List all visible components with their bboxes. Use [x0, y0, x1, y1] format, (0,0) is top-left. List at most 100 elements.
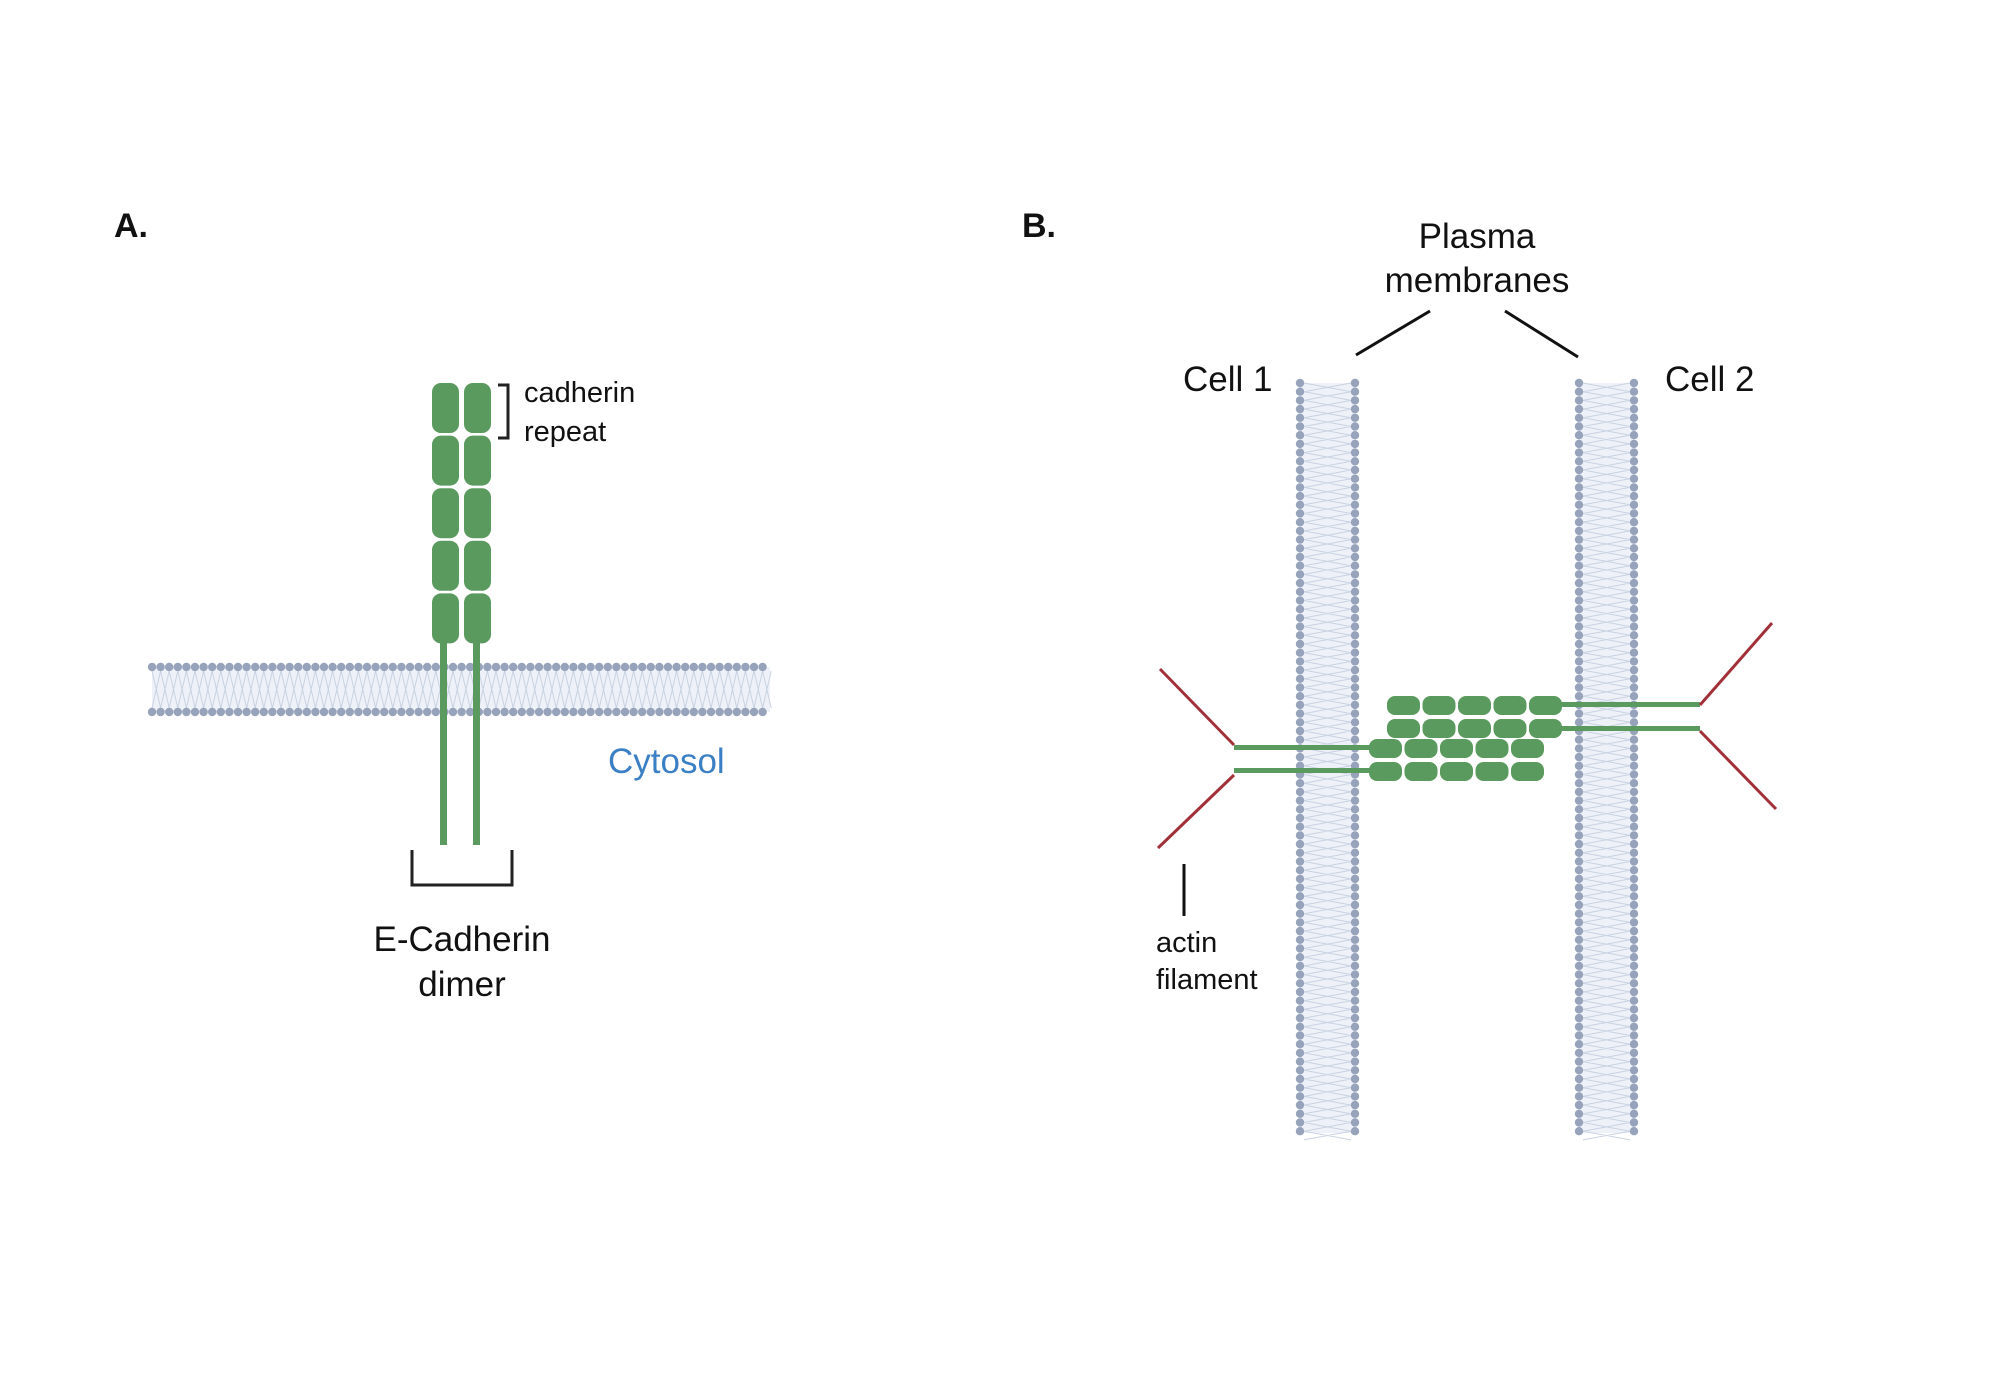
lipid-head: [1295, 935, 1305, 944]
lipid-head: [1574, 596, 1584, 605]
lipid-head: [1574, 431, 1584, 440]
lipid-head: [517, 662, 526, 672]
lipid-head: [1350, 726, 1360, 736]
cadherin-stalk-left: [440, 640, 447, 845]
lipid-head: [1629, 744, 1639, 753]
lipid-head: [1629, 605, 1639, 614]
lipid-head: [1295, 404, 1305, 414]
lipid-head: [1574, 404, 1584, 414]
lipid-head: [1574, 674, 1584, 683]
lipid-head: [1295, 552, 1305, 562]
lipid-head: [1574, 561, 1584, 570]
lipid-head: [208, 662, 217, 672]
lipid-head: [1295, 1040, 1305, 1049]
cell1-membrane-bilayer: [1295, 378, 1360, 1141]
lipid-head: [1574, 439, 1584, 449]
lipid-head: [1629, 735, 1639, 744]
lipid-head: [1295, 735, 1305, 744]
lipid-head: [1295, 987, 1305, 997]
lipid-head: [1574, 387, 1584, 396]
lipid-head: [1295, 857, 1305, 866]
lipid-head: [1574, 648, 1584, 657]
lipid-head: [251, 662, 260, 672]
lipid-head: [612, 662, 621, 672]
lipid-head: [1574, 1092, 1584, 1101]
lipid-head: [1295, 953, 1305, 962]
cadherin-cell1-strand-lower: [1234, 768, 1374, 773]
lipid-head: [1350, 883, 1360, 892]
lipid-head: [749, 707, 759, 717]
dimer-label-line2: dimer: [418, 965, 506, 1004]
lipid-head: [552, 662, 561, 672]
cadherin-repeat-cell1: [1511, 762, 1544, 781]
panel-a-label: A.: [114, 207, 148, 245]
lipid-head: [457, 662, 466, 672]
lipid-head: [1295, 752, 1305, 762]
lipid-head: [1295, 605, 1305, 614]
lipid-head: [1350, 709, 1360, 718]
lipid-head: [698, 662, 707, 672]
lipid-head: [1574, 1013, 1584, 1023]
lipid-head: [689, 662, 698, 672]
lipid-head: [1629, 831, 1639, 840]
lipid-head: [371, 707, 380, 717]
lipid-head: [1350, 448, 1360, 457]
lipid-head: [405, 707, 415, 717]
lipid-head: [1295, 805, 1305, 814]
lipid-head: [1350, 544, 1360, 553]
lipid-head: [1295, 839, 1305, 849]
cadherin-repeat: [464, 383, 491, 433]
lipid-head: [1574, 866, 1584, 875]
lipid-head: [1574, 587, 1584, 596]
cadherin-repeat-cell1: [1511, 739, 1544, 758]
cadherin-repeat: [464, 593, 491, 644]
lipid-head: [560, 662, 569, 672]
lipid-head: [1295, 587, 1305, 596]
lipid-head: [1295, 1005, 1305, 1014]
lipid-head: [1629, 909, 1639, 918]
lipid-head: [285, 707, 294, 717]
lipid-head: [638, 662, 647, 672]
lipid-head: [1295, 718, 1305, 727]
lipid-head: [1629, 987, 1639, 997]
lipid-head: [1350, 665, 1360, 675]
lipid-head: [1574, 970, 1584, 979]
lipid-head: [1574, 744, 1584, 753]
lipid-head: [1295, 822, 1305, 831]
lipid-head: [741, 662, 750, 672]
lipid-head: [397, 707, 406, 717]
lipid-head: [534, 707, 544, 717]
lipid-head: [337, 662, 346, 672]
lipid-head: [1629, 631, 1639, 640]
lipid-head: [1574, 613, 1584, 623]
lipid-head: [294, 662, 303, 672]
lipid-head: [629, 707, 638, 717]
lipid-head: [1350, 848, 1360, 857]
lipid-head: [354, 707, 363, 717]
lipid-head: [1295, 1118, 1305, 1127]
lipid-head: [1629, 465, 1639, 475]
lipid-head: [1574, 570, 1584, 579]
lipid-head: [655, 707, 664, 717]
cadherin-stalk-right: [473, 640, 480, 845]
lipid-head: [1350, 1040, 1360, 1049]
lipid-head: [1629, 979, 1639, 988]
lipid-head: [526, 662, 535, 672]
lipid-head: [216, 662, 225, 672]
lipid-head: [1629, 796, 1639, 805]
lipid-head: [1350, 578, 1360, 588]
actin-filament-right-lower: [1698, 729, 1778, 811]
lipid-head: [1295, 692, 1305, 701]
lipid-head: [1295, 683, 1305, 692]
lipid-head: [1574, 457, 1584, 466]
lipid-head: [1574, 787, 1584, 797]
lipid-head: [1574, 839, 1584, 849]
lipid-head: [1295, 526, 1305, 536]
lipid-head: [1350, 1066, 1360, 1075]
lipid-head: [1629, 396, 1639, 405]
lipid-head: [1350, 1118, 1360, 1127]
lipid-head: [1574, 822, 1584, 831]
lipid-head: [1574, 874, 1584, 884]
lipid-head: [1574, 735, 1584, 744]
